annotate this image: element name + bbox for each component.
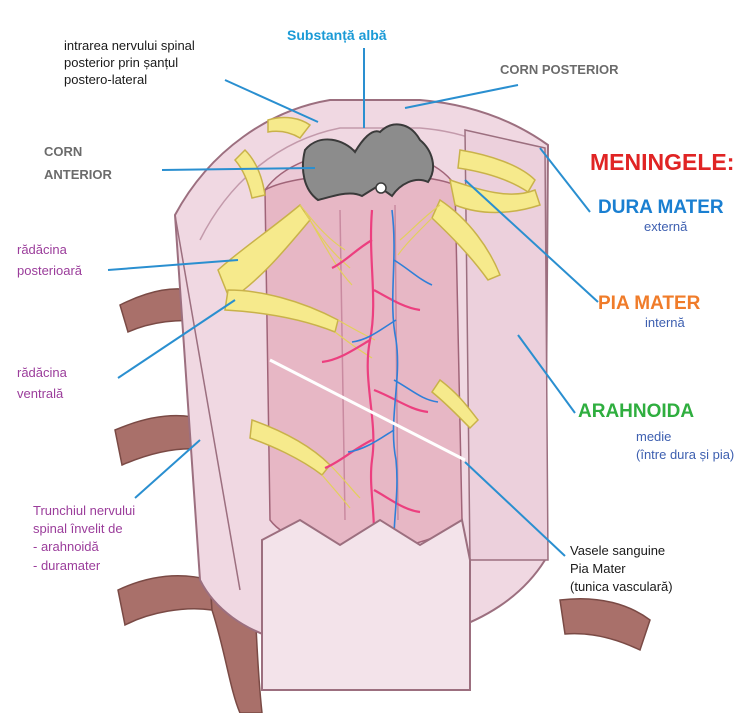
- trunchiul-line-2: spinal învelit de: [33, 521, 123, 537]
- dura-mater-text: DURA MATER: [598, 197, 724, 218]
- intrarea-line-1: intrarea nervului spinal: [64, 38, 195, 53]
- corn-posterior-text: CORN POSTERIOR: [500, 62, 619, 77]
- label-dura-mater: DURA MATER: [598, 196, 724, 221]
- label-radacina-ventrala: rădăcina ventrală: [17, 363, 67, 405]
- leader-lines: [107, 48, 599, 557]
- label-corn-posterior: CORN POSTERIOR: [500, 62, 618, 79]
- cut-base: [261, 518, 471, 691]
- label-meningele: MENINGELE:: [590, 148, 734, 178]
- radacina-ventrala-line-1: rădăcina: [17, 365, 67, 380]
- arahnoida-text: ARAHNOIDA: [578, 401, 695, 422]
- meningele-text: MENINGELE:: [590, 149, 735, 175]
- trunchiul-line-4: - duramater: [33, 557, 101, 573]
- label-substanta-alba: Substanță albă: [287, 26, 387, 44]
- vessel-pointer-white: [269, 358, 466, 462]
- intrarea-line-2: posterior prin șanțul: [64, 54, 179, 70]
- trunchiul-line-3: - arahnoidă: [33, 539, 99, 555]
- label-trunchiul-nervului: Trunchiul nervului spinal învelit de - a…: [33, 502, 135, 575]
- label-radacina-posterioara: rădăcina posterioară: [17, 240, 82, 282]
- grey-matter: [301, 123, 435, 202]
- veins: [347, 209, 439, 561]
- label-arahnoida: ARAHNOIDA: [578, 400, 694, 425]
- radacina-posterioara-line-2: posterioară: [17, 262, 83, 278]
- corn-anterior-line-1: CORN: [44, 144, 83, 159]
- intrarea-line-3: postero-lateral: [64, 71, 148, 87]
- nerve-roots: [217, 116, 541, 477]
- label-corn-anterior: CORN ANTERIOR: [44, 140, 112, 187]
- vasele-line-3: (tunica vasculară): [570, 579, 673, 595]
- externa-text: externă: [644, 219, 688, 234]
- label-externa: externă: [644, 219, 687, 236]
- pia-mater-text: PIA MATER: [598, 293, 701, 314]
- radacina-posterioara-line-1: rădăcina: [17, 242, 67, 257]
- central-canal: [375, 182, 387, 194]
- label-pia-mater: PIA MATER: [598, 292, 700, 317]
- vasele-line-1: Vasele sanguine: [570, 543, 666, 558]
- corn-anterior-line-2: ANTERIOR: [44, 167, 112, 183]
- label-vasele-sanguine: Vasele sanguine Pia Mater (tunica vascul…: [570, 542, 673, 597]
- substanta-alba-text: Substanță albă: [287, 27, 387, 43]
- label-intrarea-nervului: intrarea nervului spinal posterior prin …: [64, 38, 195, 89]
- medie-line-2: (între dura și pia): [636, 447, 735, 463]
- rootlets: [299, 204, 441, 509]
- radacina-ventrala-line-2: ventrală: [17, 385, 64, 401]
- label-medie: medie (între dura și pia): [636, 428, 734, 464]
- label-interna: internă: [645, 315, 685, 332]
- vasele-line-2: Pia Mater: [570, 561, 626, 577]
- arteries: [321, 209, 429, 561]
- interna-text: internă: [645, 315, 685, 330]
- trunchiul-line-1: Trunchiul nervului: [33, 503, 136, 518]
- medie-line-1: medie: [636, 429, 672, 444]
